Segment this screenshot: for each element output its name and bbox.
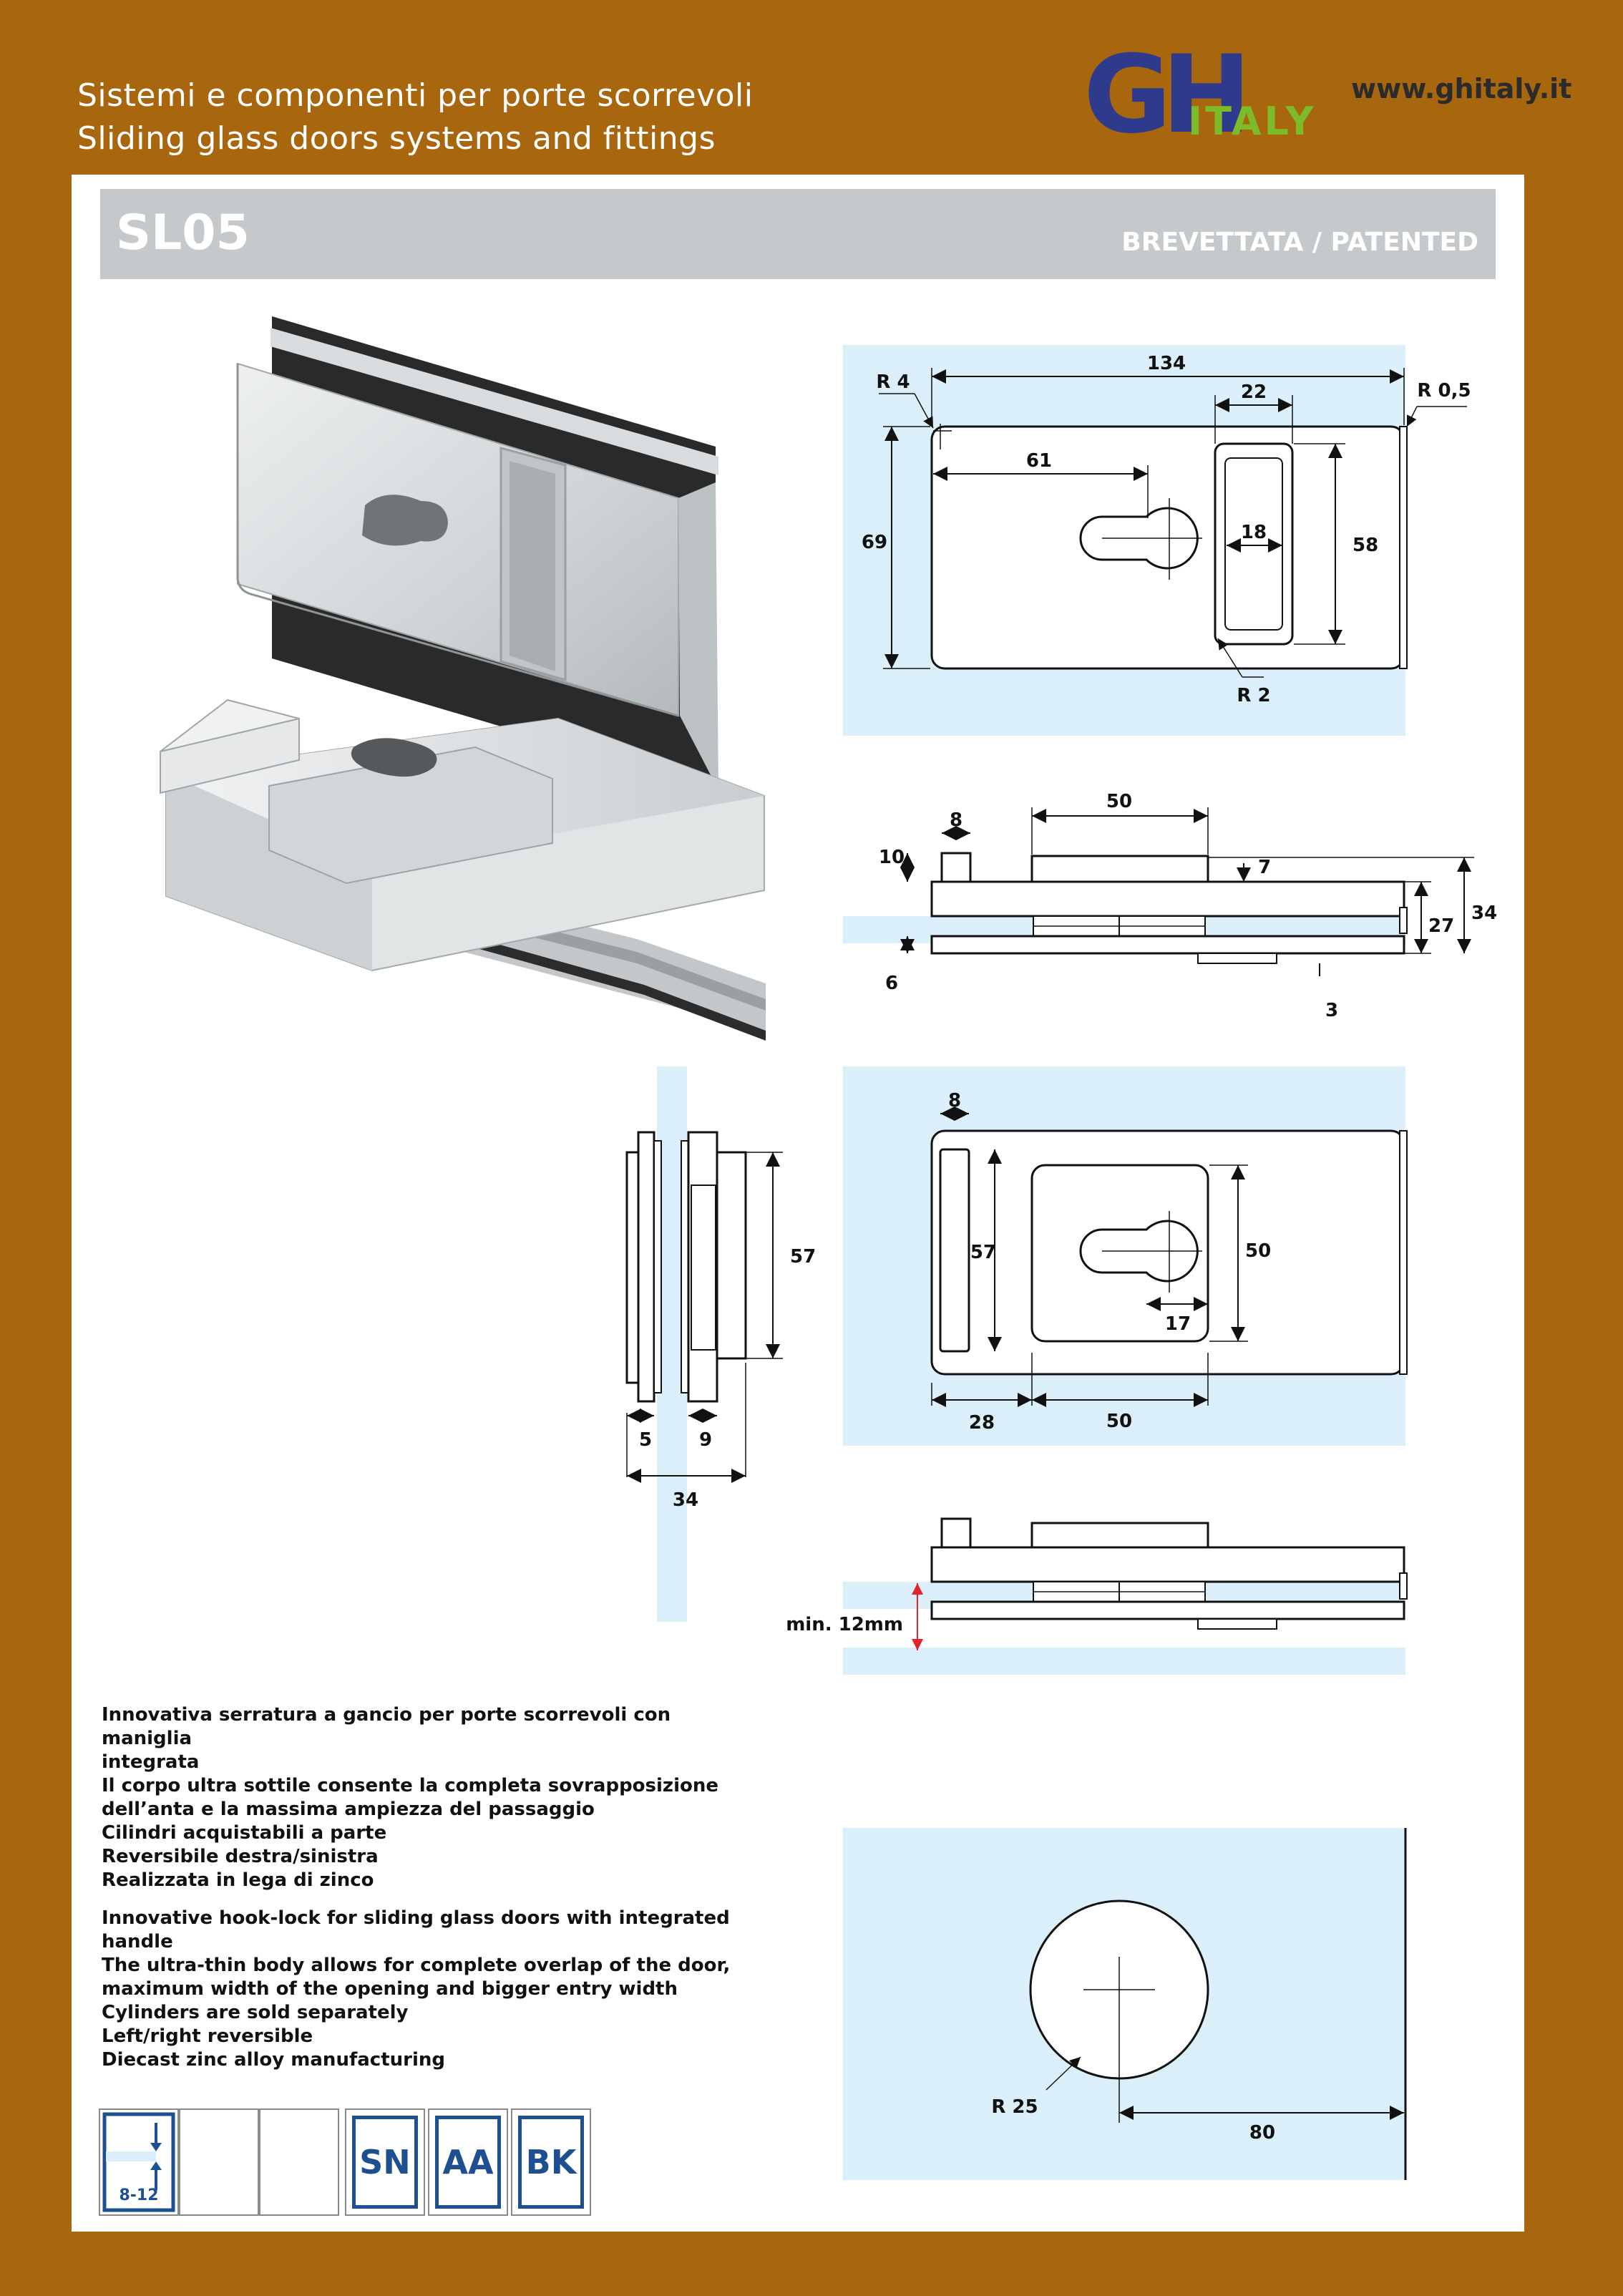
dim-plate-width-b: 50	[1106, 1411, 1132, 1432]
dim-step: 3	[1325, 1000, 1338, 1021]
glass-thickness-label: 8-12	[119, 2186, 159, 2204]
desc-en-line: Diecast zinc alloy manufacturing	[102, 2049, 446, 2071]
dim-plate-height: 50	[1245, 1240, 1271, 1262]
desc-en-line: maximum width of the opening and bigger …	[102, 1978, 678, 2000]
dim-post: 8	[950, 809, 962, 831]
dim-post-b: 8	[948, 1090, 961, 1111]
patent-label: BREVETTATA / PATENTED	[1121, 228, 1478, 257]
dim-keyhole-offset-b: 17	[1165, 1313, 1191, 1335]
desc-it-line: Il corpo ultra sottile consente la compl…	[102, 1775, 718, 1796]
dim-end-total: 34	[673, 1489, 698, 1511]
product-sheet: SL05 BREVETTATA / PATENTED	[72, 175, 1524, 2232]
finish-badge-bk: BK	[511, 2108, 591, 2216]
dim-handle-width: 22	[1241, 381, 1267, 403]
glass-gap-view: min. 12mm	[786, 1517, 1408, 1675]
finish-badge-aa: AA	[428, 2108, 508, 2216]
dim-total-height: 34	[1471, 903, 1497, 924]
dim-height: 69	[862, 532, 887, 553]
end-view: 57 5 9 34	[625, 1066, 816, 1622]
logo-sub-text: ITALY	[1188, 99, 1317, 141]
dim-handle-inner: 18	[1241, 522, 1267, 543]
finish-badge-sn: SN	[345, 2108, 425, 2216]
front-view-top: 134 22 R 4 R 0,5 61 69 18 58	[843, 345, 1471, 736]
dim-cutout-distance: 80	[1249, 2122, 1275, 2144]
cutout-view: R 25 80	[843, 1828, 1407, 2180]
dim-end-left: 5	[639, 1429, 652, 1451]
desc-en-line: Cylinders are sold separately	[102, 2002, 409, 2023]
dim-handle-height: 58	[1352, 535, 1378, 556]
dim-width: 134	[1147, 353, 1186, 374]
dim-left-b: 28	[969, 1412, 995, 1434]
dim-keyhole-offset: 61	[1026, 450, 1052, 472]
dim-glass-gap: min. 12mm	[786, 1614, 903, 1635]
desc-it-line: Innovativa serratura a gancio per porte …	[102, 1704, 671, 1749]
front-view-bottom: 8 57 50 17 28 50	[843, 1066, 1408, 1446]
badge-empty	[179, 2108, 259, 2216]
logo-main-text: GH	[1083, 44, 1242, 141]
glass-thickness-icon	[102, 2112, 175, 2212]
desc-it-line: dell’anta e la massima ampiezza del pass…	[102, 1799, 595, 1820]
desc-it-line: Cilindri acquistabili a parte	[102, 1822, 387, 1844]
dim-inner-height: 27	[1428, 915, 1454, 937]
finish-label: BK	[518, 2116, 584, 2209]
header-title-en: Sliding glass doors systems and fittings	[77, 120, 716, 157]
desc-en-line: Left/right reversible	[102, 2025, 313, 2047]
badge-row: 8-12 SN AA BK	[99, 2108, 594, 2219]
dim-corner-radius: R 4	[876, 371, 910, 393]
product-code: SL05	[116, 205, 250, 261]
dim-post-height-b: 57	[970, 1242, 996, 1263]
dim-bottom-thick: 6	[885, 973, 898, 994]
badge-empty	[259, 2108, 339, 2216]
header-title-it: Sistemi e componenti per porte scorrevol…	[77, 77, 754, 114]
dim-edge-radius: R 0,5	[1417, 380, 1471, 402]
gh-italy-logo: GH ITALY	[1083, 44, 1317, 141]
finish-label: AA	[435, 2116, 501, 2209]
desc-it-line: Reversibile destra/sinistra	[102, 1846, 379, 1867]
title-bar: SL05 BREVETTATA / PATENTED	[100, 189, 1496, 279]
dim-end-height: 57	[790, 1246, 816, 1268]
glass-thickness-badge: 8-12	[99, 2108, 179, 2216]
dim-plate: 50	[1106, 791, 1132, 812]
description-italian: Innovativa serratura a gancio per porte …	[102, 1703, 746, 1892]
desc-en-line: Innovative hook-lock for sliding glass d…	[102, 1907, 730, 1952]
description-english: Innovative hook-lock for sliding glass d…	[102, 1907, 746, 2072]
dim-post-height: 10	[879, 847, 905, 868]
technical-drawing: 134 22 R 4 R 0,5 61 69 18 58	[160, 316, 1497, 2180]
website-link[interactable]: www.ghitaly.it	[1351, 73, 1572, 104]
dim-end-right: 9	[699, 1429, 712, 1451]
dim-plate-thick: 7	[1258, 857, 1271, 878]
product-render-bottom	[160, 699, 766, 1041]
side-view-top: 8 50 10 7 6 27 34 3	[843, 791, 1497, 1021]
desc-it-line: integrata	[102, 1751, 200, 1773]
dim-handle-radius: R 2	[1237, 685, 1270, 706]
dim-cutout-radius: R 25	[991, 2096, 1038, 2118]
desc-it-line: Realizzata in lega di zinco	[102, 1869, 374, 1891]
finish-label: SN	[352, 2116, 418, 2209]
desc-en-line: The ultra-thin body allows for complete …	[102, 1955, 731, 1976]
product-render-top	[236, 316, 718, 790]
